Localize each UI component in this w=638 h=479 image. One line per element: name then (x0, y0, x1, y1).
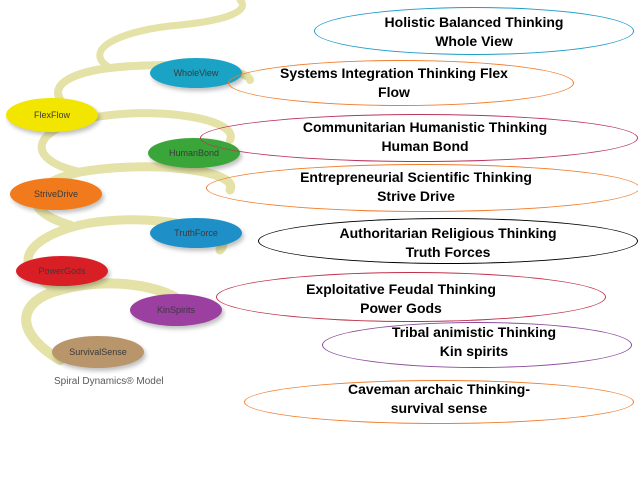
level-thinking-text: Holistic Balanced Thinking (384, 14, 564, 30)
level-name-text: survival sense (390, 400, 488, 416)
level-ellipse (314, 7, 634, 55)
level-ellipse (322, 322, 632, 368)
stage-pill: PowerGods (16, 256, 108, 286)
level-ellipse (228, 60, 574, 106)
stage-pill: WholeView (150, 58, 242, 88)
level-ellipse (216, 272, 606, 322)
stage-pill: TruthForce (150, 218, 242, 248)
level-name-text: Flow (378, 84, 410, 100)
level-name-text: Truth Forces (405, 244, 491, 260)
level-name-text: Power Gods (360, 300, 442, 316)
level-thinking-text: Entrepreneurial Scientific Thinking (300, 169, 532, 185)
model-caption: Spiral Dynamics® Model (54, 376, 164, 387)
level-name-text: Strive Drive (377, 188, 455, 204)
level-name-text: Whole View (435, 33, 513, 49)
stage-pill: StriveDrive (10, 178, 102, 210)
level-ellipse (206, 164, 638, 212)
level-name-text: Kin spirits (439, 343, 509, 359)
level-thinking-text: Communitarian Humanistic Thinking (302, 119, 548, 135)
level-name-text: Human Bond (381, 138, 469, 154)
level-thinking-text: Exploitative Feudal Thinking (306, 281, 496, 297)
stage-pill: SurvivalSense (52, 336, 144, 368)
level-thinking-text: Authoritarian Religious Thinking (339, 225, 557, 241)
level-thinking-text: Caveman archaic Thinking- (347, 381, 531, 397)
stage-pill: KinSpirits (130, 294, 222, 326)
level-thinking-text: Systems Integration Thinking Flex (280, 65, 508, 81)
level-label: Caveman archaic Thinking-survival sense (244, 380, 634, 418)
level-thinking-text: Tribal animistic Thinking (391, 324, 557, 340)
level-ellipse (244, 380, 634, 424)
stage-pill: FlexFlow (6, 98, 98, 132)
